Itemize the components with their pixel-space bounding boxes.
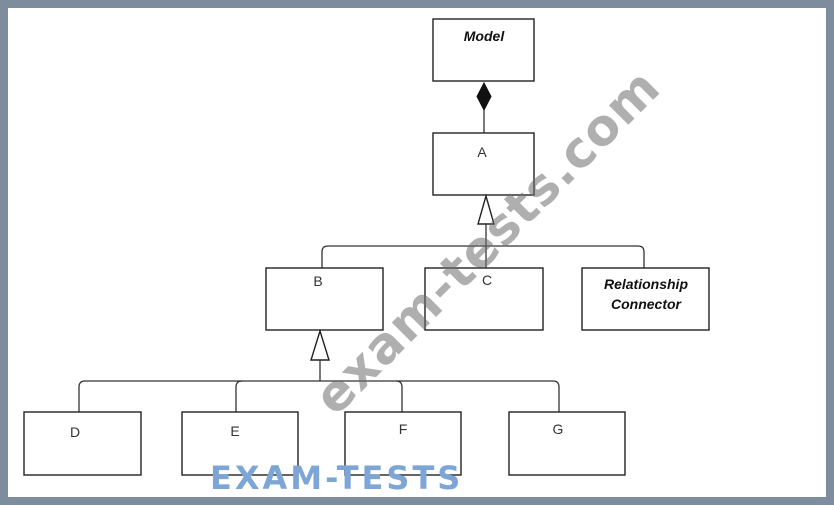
f-box xyxy=(344,411,462,476)
model-box xyxy=(432,18,535,82)
relationship-connector-label-line1: Relationship xyxy=(604,276,688,292)
a-label: A xyxy=(477,144,487,160)
generalization-triangle-b xyxy=(310,328,330,361)
inherit-drop-f xyxy=(395,380,403,412)
g-box xyxy=(508,411,626,476)
inherit-bus-a xyxy=(321,245,645,268)
e-box xyxy=(181,411,299,476)
composition-diamond xyxy=(476,81,492,112)
c-label: C xyxy=(482,272,492,288)
relationship-connector-box xyxy=(581,267,710,331)
c-box xyxy=(424,267,544,331)
model-label: Model xyxy=(464,28,506,44)
relationship-connector-label-line2: Connector xyxy=(611,296,683,312)
e-label: E xyxy=(230,423,239,439)
inherit-drop-e xyxy=(235,380,243,412)
b-label: B xyxy=(313,273,322,289)
a-box xyxy=(432,132,535,196)
f-label: F xyxy=(399,421,408,437)
b-box xyxy=(265,267,384,331)
brand-logo: EXAM-TESTS xyxy=(210,459,464,497)
d-box xyxy=(23,411,142,476)
g-label: G xyxy=(553,421,564,437)
inherit-bus-b xyxy=(78,380,560,412)
d-label: D xyxy=(70,424,80,440)
